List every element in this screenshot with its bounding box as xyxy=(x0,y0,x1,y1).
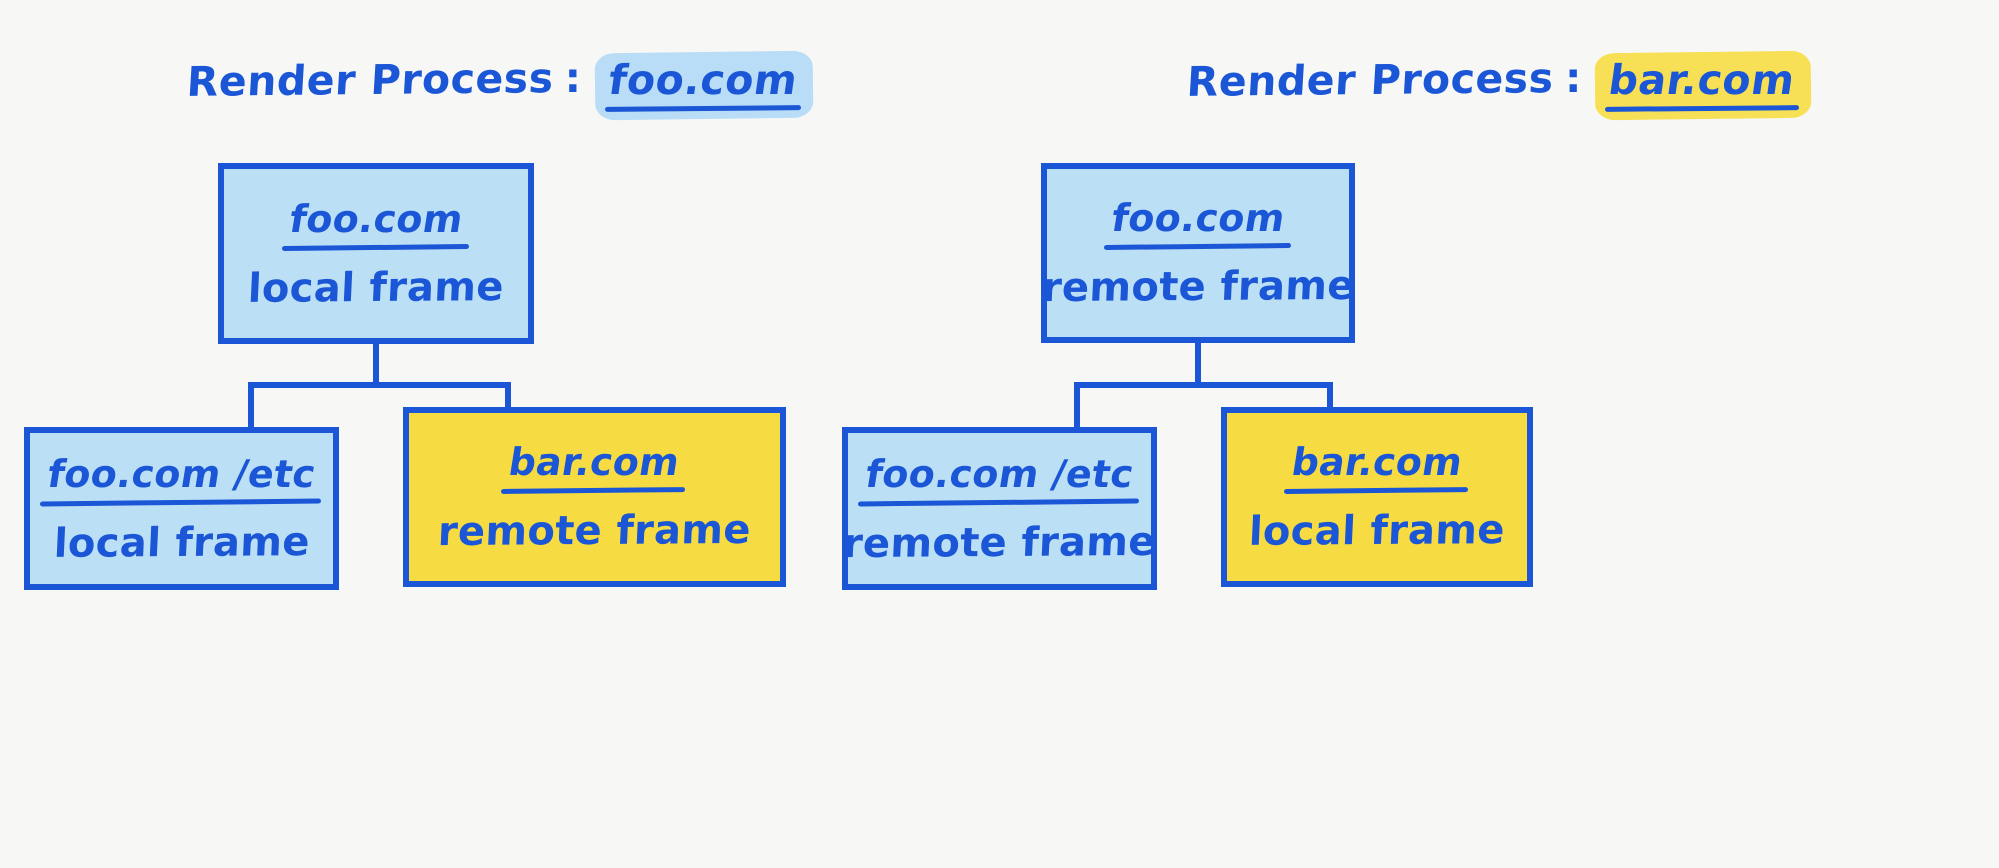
connector-right-drop xyxy=(1327,382,1333,408)
underline-stroke xyxy=(1103,243,1291,250)
frame-node-foo-etc-remote[interactable]: foo.com /etc remote frame xyxy=(842,427,1157,590)
connector-root-stem xyxy=(1195,343,1201,385)
underline-stroke xyxy=(281,243,469,251)
render-process-label: Render Process xyxy=(1185,54,1556,106)
frame-node-foo-etc[interactable]: foo.com /etc local frame xyxy=(24,427,339,590)
frame-domain-wrap: foo.com xyxy=(281,196,471,251)
frame-node-bar-local[interactable]: bar.com local frame xyxy=(1221,407,1533,587)
underline-stroke xyxy=(857,498,1140,506)
frame-domain: foo.com xyxy=(286,196,466,241)
title-separator: : xyxy=(1565,54,1582,102)
frame-node-foo-root[interactable]: foo.com local frame xyxy=(218,163,534,344)
render-process-bar-domain: bar.com xyxy=(1605,56,1798,104)
frame-kind: local frame xyxy=(247,263,505,312)
frame-domain-wrap: bar.com xyxy=(501,440,687,494)
frame-domain-wrap: bar.com xyxy=(1283,440,1470,494)
underline-stroke xyxy=(501,487,686,494)
frame-kind: local frame xyxy=(1248,507,1506,555)
title-separator: : xyxy=(564,54,582,102)
frame-domain: bar.com xyxy=(1288,440,1466,484)
underline-stroke xyxy=(39,498,322,506)
render-process-foo-title: Render Process : foo.com xyxy=(0,50,1000,121)
underline-stroke xyxy=(1283,487,1469,494)
connector-left-drop xyxy=(248,382,254,427)
frame-domain: bar.com xyxy=(505,440,684,484)
frame-node-foo-remote-root[interactable]: foo.com remote frame xyxy=(1041,163,1355,343)
frame-domain: foo.com /etc xyxy=(44,451,319,496)
connector-root-stem xyxy=(373,344,379,385)
connector-right-drop xyxy=(505,382,511,407)
render-process-foo-column: Render Process : foo.com foo.com local f… xyxy=(0,50,1000,590)
frame-kind: local frame xyxy=(52,518,311,567)
frame-kind: remote frame xyxy=(437,506,752,556)
frame-domain-wrap: foo.com xyxy=(1103,196,1293,250)
connector-horizontal-bar xyxy=(1074,382,1333,388)
frame-node-bar-remote[interactable]: bar.com remote frame xyxy=(403,407,786,587)
connector-horizontal-bar xyxy=(248,382,511,388)
render-process-foo-domain: foo.com xyxy=(605,56,801,104)
frame-domain-wrap: foo.com /etc xyxy=(39,451,323,506)
connector-left-drop xyxy=(1074,382,1080,427)
frame-kind: remote frame xyxy=(842,518,1157,567)
frame-domain: foo.com xyxy=(1108,196,1288,240)
frame-kind: remote frame xyxy=(1040,262,1356,312)
render-process-label: Render Process xyxy=(185,54,556,106)
frame-domain-wrap: foo.com /etc xyxy=(857,451,1141,506)
frame-domain: foo.com /etc xyxy=(862,451,1137,496)
render-process-foo-domain-wrap: foo.com xyxy=(594,50,814,121)
render-process-bar-column: Render Process : bar.com foo.com remote … xyxy=(842,0,1999,868)
render-process-bar-domain-wrap: bar.com xyxy=(1594,50,1811,121)
render-process-bar-title: Render Process : bar.com xyxy=(999,50,1999,121)
